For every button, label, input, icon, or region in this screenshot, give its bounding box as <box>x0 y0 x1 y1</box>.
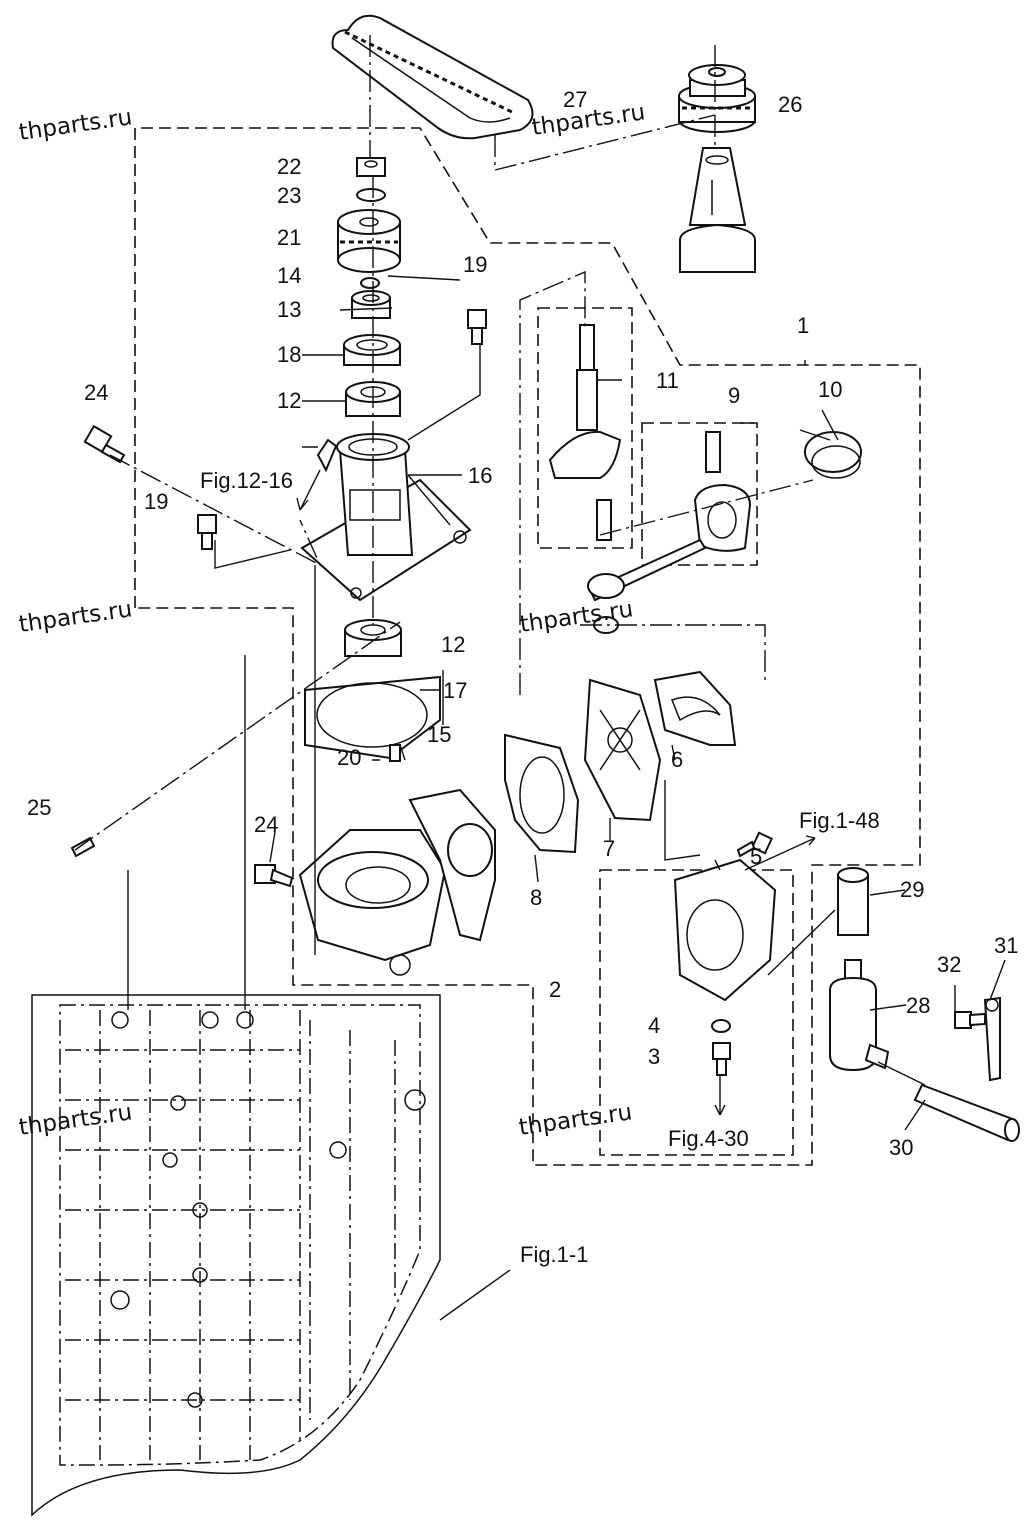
bolt-19-lower <box>197 514 217 550</box>
label-12-upper: 12 <box>277 388 301 413</box>
assembly-boundary-11 <box>537 307 633 549</box>
hose-30 <box>913 1083 1020 1142</box>
gasket-8 <box>504 733 580 854</box>
watermark: thparts.ru <box>517 1099 634 1141</box>
gasket-17 <box>304 675 441 760</box>
pulley-26 <box>678 64 756 133</box>
label-22: 22 <box>277 154 301 179</box>
timing-belt-27 <box>331 14 534 140</box>
label-19-upper: 19 <box>463 252 487 277</box>
pump-body-15 <box>298 788 496 976</box>
label-21: 21 <box>277 225 301 250</box>
label-11: 11 <box>656 368 679 393</box>
cover-2 <box>673 858 777 1002</box>
figure-references: Fig.12-16 Fig.1-48 Fig.4-30 Fig.1-1 <box>200 468 880 1267</box>
sleeve-29 <box>837 867 869 936</box>
label-16: 16 <box>468 463 492 488</box>
drive-shaft-housing <box>679 147 756 273</box>
label-23: 23 <box>277 183 301 208</box>
label-17: 17 <box>443 678 467 703</box>
label-7: 7 <box>603 836 615 861</box>
label-4: 4 <box>648 1013 660 1038</box>
bolt-32 <box>954 1011 986 1029</box>
label-25: 25 <box>27 795 51 820</box>
fig-ref-1-1[interactable]: Fig.1-1 <box>520 1242 588 1267</box>
collar-13 <box>351 290 391 319</box>
assembly-boundary-9 <box>641 422 758 566</box>
washer-4 <box>711 1019 731 1033</box>
part-labels: 27 26 22 23 21 14 13 18 12 19 24 16 19 1… <box>27 87 1018 1160</box>
label-12-lower: 12 <box>441 632 465 657</box>
label-30: 30 <box>889 1135 913 1160</box>
nut-22 <box>356 157 386 177</box>
bolt-24-upper <box>83 424 126 464</box>
pin-25 <box>70 836 96 858</box>
label-32: 32 <box>937 952 961 977</box>
diaphragm-7 <box>583 678 662 822</box>
watermark: thparts.ru <box>518 596 635 638</box>
label-14: 14 <box>277 263 301 288</box>
seal-18 <box>343 334 401 366</box>
label-20: 20 <box>337 745 361 770</box>
watermark: thparts.ru <box>17 596 134 638</box>
label-8: 8 <box>530 885 542 910</box>
label-13: 13 <box>277 297 301 322</box>
label-29: 29 <box>900 877 924 902</box>
label-27: 27 <box>563 87 587 112</box>
leader-lines <box>74 35 1006 1321</box>
label-9: 9 <box>728 383 740 408</box>
watermark: thparts.ru <box>530 99 647 141</box>
gear-21 <box>337 209 401 273</box>
label-19-lower: 19 <box>144 489 168 514</box>
washer-23 <box>356 188 386 202</box>
label-26: 26 <box>778 92 802 117</box>
shaft-11 <box>548 324 622 541</box>
bearing-12-lower <box>344 619 402 657</box>
label-18: 18 <box>277 342 301 367</box>
label-24-upper: 24 <box>84 380 108 405</box>
label-5: 5 <box>750 844 762 869</box>
label-6: 6 <box>671 747 683 772</box>
label-31: 31 <box>994 933 1018 958</box>
engine-block-fig1-1 <box>31 994 441 1517</box>
oring-14 <box>360 277 380 289</box>
label-15: 15 <box>427 722 451 747</box>
piston-rings-10 <box>804 431 862 479</box>
screw-5 <box>736 831 774 858</box>
label-28: 28 <box>906 993 930 1018</box>
fig-ref-1-48[interactable]: Fig.1-48 <box>799 808 880 833</box>
fitting-3 <box>712 1042 731 1076</box>
label-10: 10 <box>818 377 842 402</box>
piston-9 <box>587 431 752 634</box>
cover-gasket-6 <box>653 670 737 746</box>
bolt-24-lower <box>254 864 294 888</box>
fig-ref-4-30[interactable]: Fig.4-30 <box>668 1126 749 1151</box>
label-2: 2 <box>549 977 561 1002</box>
fig-ref-12-16[interactable]: Fig.12-16 <box>200 468 293 493</box>
assembly-boundary-upper <box>134 127 921 1166</box>
pin-20 <box>389 744 401 762</box>
label-3: 3 <box>648 1044 660 1069</box>
watermark: thparts.ru <box>17 1099 134 1141</box>
watermark: thparts.ru <box>17 104 134 146</box>
label-24-lower: 24 <box>254 812 278 837</box>
bolt-19-upper <box>467 309 487 345</box>
pump-housing-16 <box>300 433 472 602</box>
label-1: 1 <box>797 313 809 338</box>
clip-31 <box>983 996 1001 1082</box>
filter-28 <box>829 959 890 1072</box>
